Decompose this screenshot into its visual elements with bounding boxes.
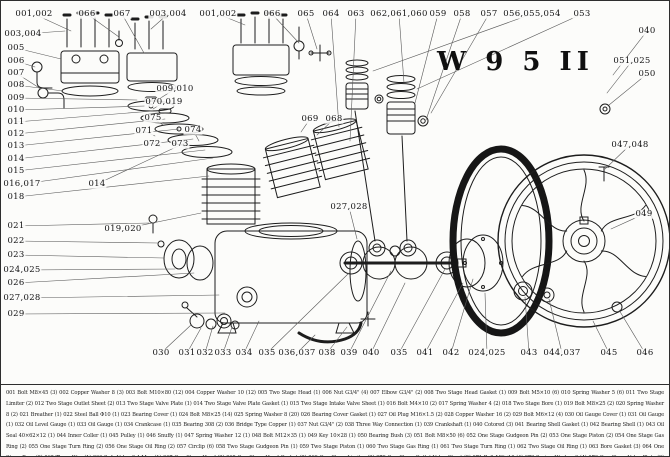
part-label-024-025: 024,025 — [467, 347, 507, 358]
part-label-019-020: 019,020 — [103, 223, 143, 234]
part-label-053: 053 — [572, 8, 592, 19]
part-label-001-002: 001,002 — [14, 8, 54, 19]
diagram-line-art — [15, 11, 669, 354]
part-label-068: 068 — [324, 113, 344, 124]
part-label-065: 065 — [296, 8, 316, 19]
part-label-071: 071 — [134, 125, 154, 136]
part-label-036-037: 036,037 — [277, 347, 317, 358]
part-label-032: 032 — [195, 347, 215, 358]
part-label-040: 040 — [637, 25, 657, 36]
part-label-038: 038 — [317, 347, 337, 358]
part-label-051-025: 051,025 — [612, 55, 652, 66]
breather-and-ball — [148, 214, 165, 248]
part-label-047-048: 047,048 — [610, 139, 650, 150]
part-label-066: 066 — [77, 8, 97, 19]
part-label-045: 045 — [599, 347, 619, 358]
bearing-cover — [163, 239, 214, 281]
part-label-050: 050 — [637, 68, 657, 79]
part-label-008: 008 — [6, 79, 26, 90]
part-label-073: 073 — [170, 138, 190, 149]
part-label-016-017: 016,017 — [2, 178, 42, 189]
part-label-066: 066 — [262, 8, 282, 19]
part-label-027-028: 027,028 — [2, 292, 42, 303]
part-label-007: 007 — [6, 67, 26, 78]
part-label-070-019: 070,019 — [144, 96, 184, 107]
part-label-005: 005 — [6, 42, 26, 53]
part-label-035: 035 — [389, 347, 409, 358]
pulley — [497, 154, 669, 328]
model-title: W 9 5 II — [437, 47, 594, 77]
safe-valve-small — [115, 30, 123, 47]
part-label-034: 034 — [234, 347, 254, 358]
part-label-011: 011 — [6, 116, 26, 127]
part-label-075: 075 — [143, 112, 163, 123]
part-label-003-004: 003,004 — [3, 28, 43, 39]
part-label-063: 063 — [346, 8, 366, 19]
part-label-043: 043 — [519, 347, 539, 358]
part-label-023: 023 — [6, 249, 26, 260]
part-label-012: 012 — [6, 128, 26, 139]
part-label-003-004: 003,004 — [148, 8, 188, 19]
two-stage-piston-assembly — [386, 75, 429, 135]
part-label-029: 029 — [6, 308, 26, 319]
part-label-006: 006 — [6, 55, 26, 66]
safe-valve — [293, 26, 305, 60]
part-label-010: 010 — [6, 104, 26, 115]
part-label-074: 074 — [183, 124, 203, 135]
copper-pipe — [297, 311, 376, 344]
part-label-009: 009 — [6, 92, 26, 103]
part-label-069: 069 — [300, 113, 320, 124]
part-label-058: 058 — [452, 8, 472, 19]
part-label-014: 014 — [6, 153, 26, 164]
part-label-046: 046 — [635, 347, 655, 358]
part-label-057: 057 — [479, 8, 499, 19]
part-label-014: 014 — [87, 178, 107, 189]
crankcase — [214, 222, 368, 334]
part-label-015: 015 — [6, 165, 26, 176]
part-label-030: 030 — [151, 347, 171, 358]
part-label-009-010: 009,010 — [155, 83, 195, 94]
parts-list-text: 001 Bolt M8×45 (3) 002 Copper Washer 8 (… — [6, 390, 664, 456]
parts-list-section: 001 Bolt M8×45 (3) 002 Copper Washer 8 (… — [1, 384, 669, 456]
part-label-018: 018 — [6, 191, 26, 202]
one-stage-head-2 — [232, 11, 290, 96]
part-label-067: 067 — [112, 8, 132, 19]
oil-gauge-parts — [181, 301, 240, 330]
part-label-026: 026 — [6, 277, 26, 288]
part-label-044-037: 044,037 — [542, 347, 582, 358]
part-label-031: 031 — [177, 347, 197, 358]
one-stage-piston-assembly — [345, 59, 384, 110]
part-label-033: 033 — [213, 347, 233, 358]
part-label-059: 059 — [428, 8, 448, 19]
part-label-056-055-054: 056,055,054 — [502, 8, 562, 19]
belt — [449, 145, 553, 337]
part-label-024-025: 024,025 — [2, 264, 42, 275]
part-label-041: 041 — [415, 347, 435, 358]
valve-plate-stack — [127, 96, 233, 158]
part-label-001-002: 001,002 — [198, 8, 238, 19]
crankshaft — [339, 245, 467, 280]
part-label-021: 021 — [6, 220, 26, 231]
part-label-035: 035 — [257, 347, 277, 358]
part-label-039: 039 — [339, 347, 359, 358]
part-label-062-061-060: 062,061,060 — [369, 8, 429, 19]
part-label-013: 013 — [6, 140, 26, 151]
part-label-040: 040 — [361, 347, 381, 358]
elbow-fittings — [31, 61, 65, 109]
part-label-049: 049 — [634, 208, 654, 219]
two-stage-bore — [201, 163, 261, 225]
part-label-027-028: 027,028 — [329, 201, 369, 212]
diagram-canvas — [15, 11, 669, 354]
one-stage-bore-1 — [262, 136, 323, 199]
three-way — [308, 44, 332, 62]
part-label-064: 064 — [321, 8, 341, 19]
part-label-042: 042 — [441, 347, 461, 358]
part-label-072: 072 — [142, 138, 162, 149]
leader-lines — [15, 13, 648, 354]
part-label-022: 022 — [6, 235, 26, 246]
